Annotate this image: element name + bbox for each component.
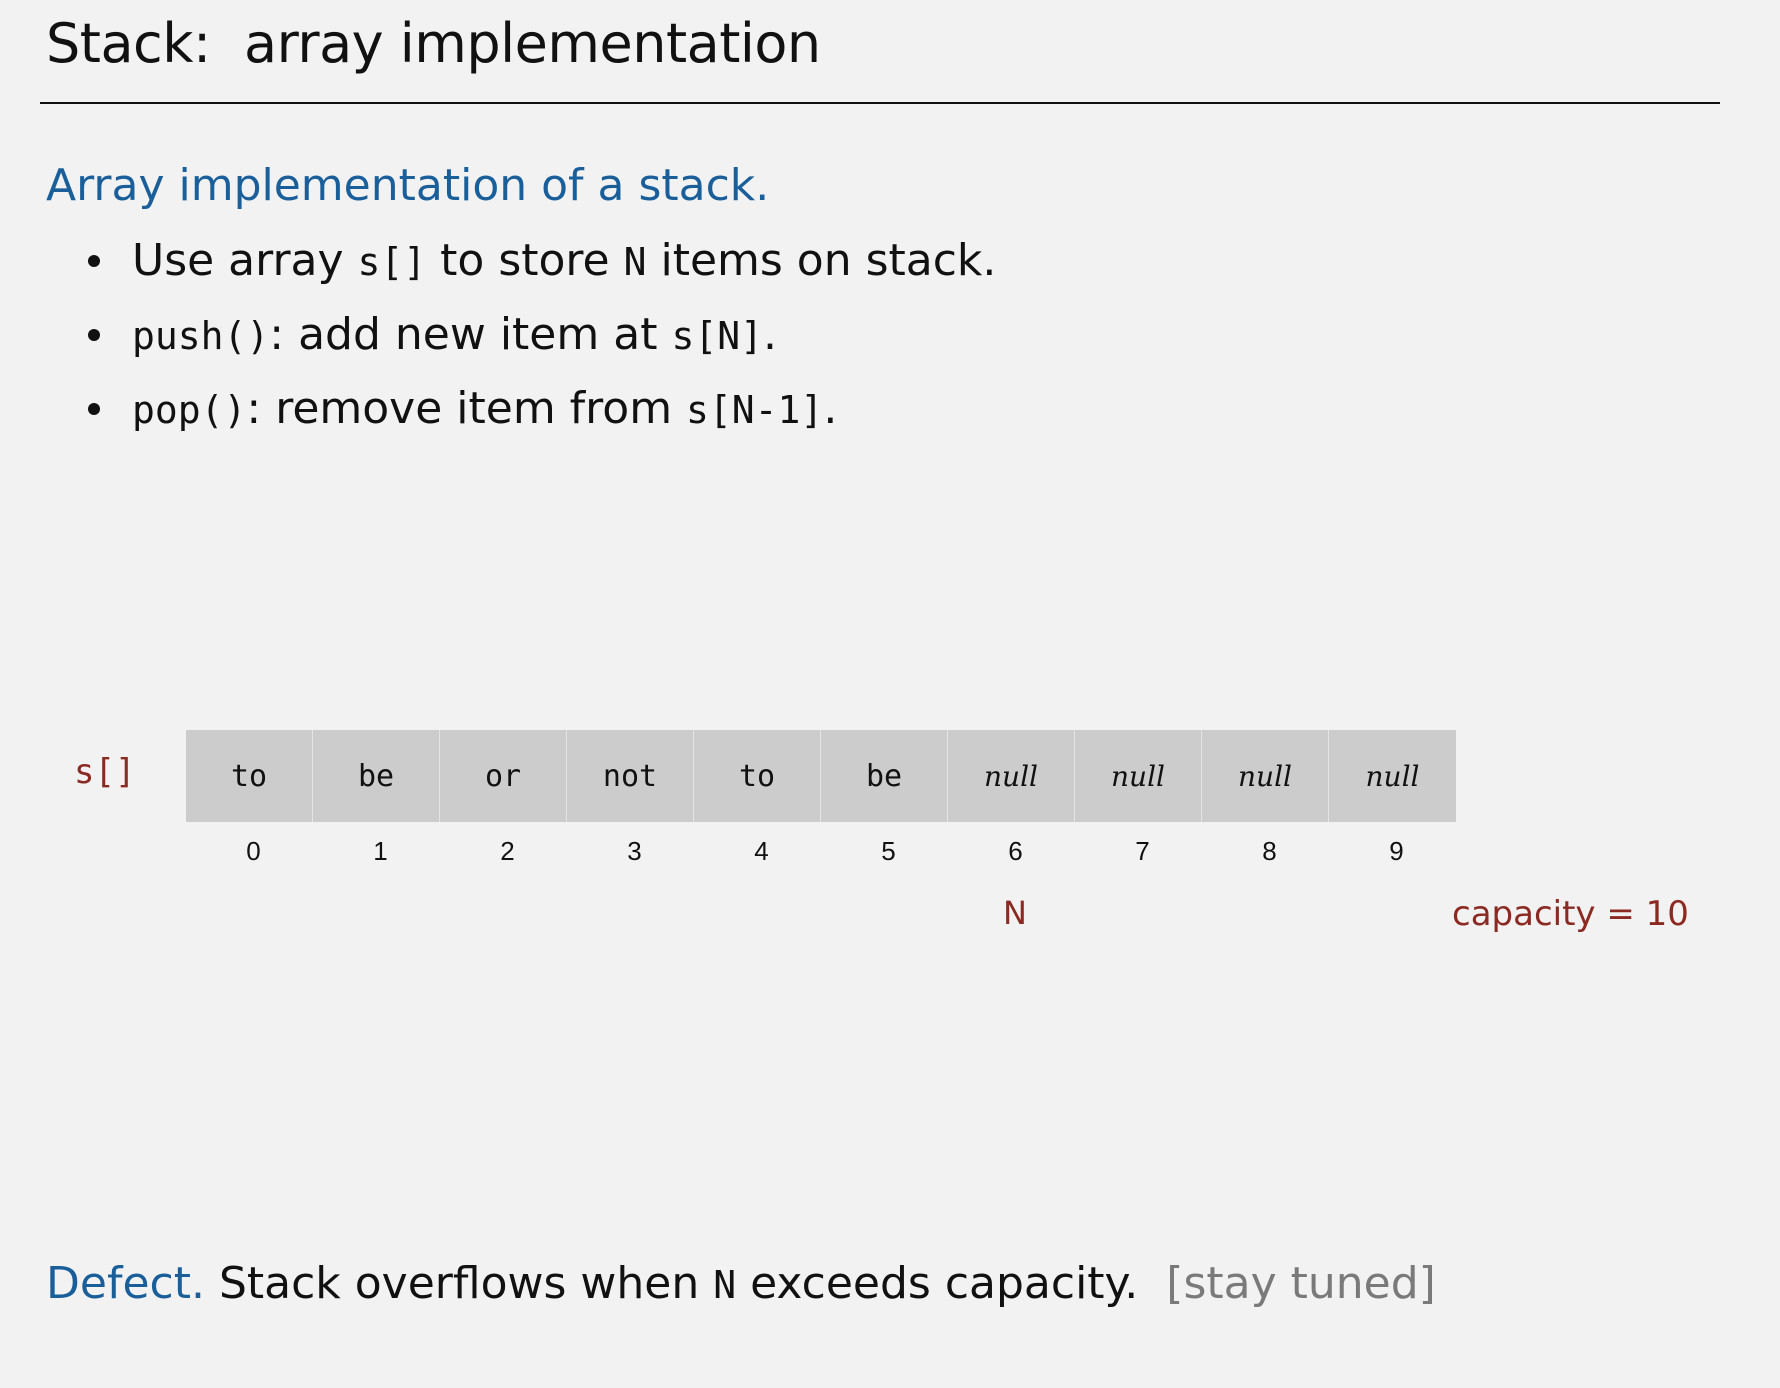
array-index: 8 bbox=[1262, 836, 1277, 866]
bullet-dot-icon bbox=[88, 403, 100, 415]
array-index: 1 bbox=[373, 836, 388, 866]
bullet-list: Use array s[] to store N items on stack.… bbox=[84, 228, 996, 450]
defect-note: Defect. Stack overflows when N exceeds c… bbox=[46, 1258, 1436, 1309]
defect-spacer bbox=[1138, 1258, 1166, 1309]
defect-text: exceeds capacity. bbox=[736, 1258, 1139, 1309]
array-cell: be bbox=[313, 730, 440, 822]
code-push: push() bbox=[132, 314, 270, 358]
array-indices: 0 1 2 3 4 5 6 7 8 9 bbox=[186, 822, 1456, 880]
array-index: 0 bbox=[246, 836, 261, 866]
array-cell: to bbox=[186, 730, 313, 822]
defect-text: Stack overflows when bbox=[204, 1258, 714, 1309]
array-cell: null bbox=[1075, 730, 1202, 822]
array-index: 2 bbox=[500, 836, 515, 866]
bullet-item-pop: pop(): remove item from s[N-1]. bbox=[84, 376, 996, 450]
bullet-item-store: Use array s[] to store N items on stack. bbox=[84, 228, 996, 302]
array-cell: null bbox=[1202, 730, 1329, 822]
bullet-text: . bbox=[823, 383, 838, 434]
bullet-text: Use array bbox=[132, 235, 358, 286]
array-index: 9 bbox=[1389, 836, 1404, 866]
code-s-n: s[N] bbox=[671, 314, 763, 358]
code-s-n-minus-1: s[N-1] bbox=[686, 388, 824, 432]
code-n: N bbox=[623, 240, 647, 284]
defect-lead: Defect. bbox=[46, 1258, 205, 1309]
bullet-text: : add new item at bbox=[269, 309, 672, 360]
bullet-dot-icon bbox=[88, 329, 100, 341]
array-cell: or bbox=[440, 730, 567, 822]
array-index: 5 bbox=[881, 836, 896, 866]
bullet-text: . bbox=[762, 309, 777, 360]
n-pointer-label: N bbox=[1003, 894, 1027, 932]
code-pop: pop() bbox=[132, 388, 247, 432]
array-index: 4 bbox=[754, 836, 769, 866]
bullet-text: items on stack. bbox=[646, 235, 997, 286]
bullet-text: to store bbox=[426, 235, 624, 286]
array-cell: not bbox=[567, 730, 694, 822]
code-array-name: s[] bbox=[357, 240, 427, 284]
array-cell: null bbox=[948, 730, 1075, 822]
array-index: 6 bbox=[1008, 836, 1023, 866]
capacity-label: capacity = 10 bbox=[1452, 894, 1689, 934]
slide-title: Stack: array implementation bbox=[46, 12, 821, 75]
code-n: N bbox=[713, 1263, 737, 1307]
bullet-dot-icon bbox=[88, 255, 100, 267]
array-index: 3 bbox=[627, 836, 642, 866]
bullet-item-push: push(): add new item at s[N]. bbox=[84, 302, 996, 376]
title-divider bbox=[40, 102, 1720, 104]
bullet-text: : remove item from bbox=[246, 383, 687, 434]
array-cell: be bbox=[821, 730, 948, 822]
array-cell: null bbox=[1365, 759, 1420, 793]
stay-tuned-note: [stay tuned] bbox=[1166, 1258, 1436, 1309]
array-index: 7 bbox=[1135, 836, 1150, 866]
section-heading: Array implementation of a stack. bbox=[46, 160, 770, 211]
array-cell: to bbox=[694, 730, 821, 822]
array-label: s[] bbox=[74, 752, 136, 792]
